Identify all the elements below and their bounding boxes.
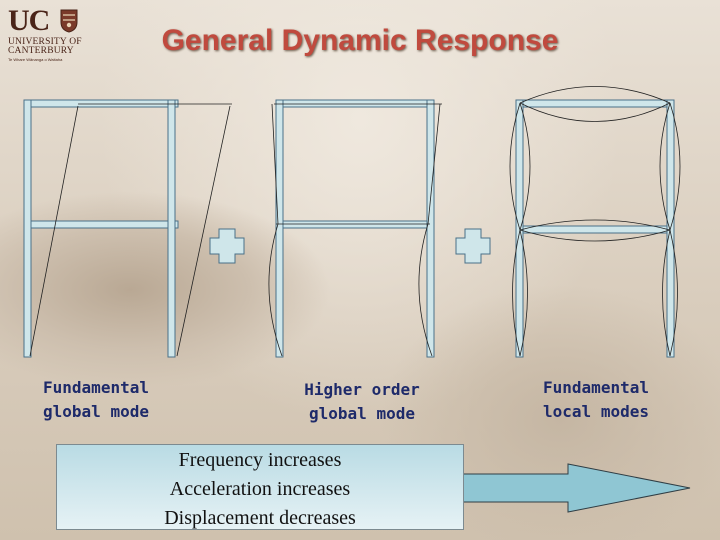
plus-icon xyxy=(455,228,491,264)
logo-mark: UC xyxy=(8,4,50,37)
slide-title: General Dynamic Response xyxy=(161,24,559,57)
university-crest-icon xyxy=(60,9,78,33)
trend-box-text: Frequency increases Acceleration increas… xyxy=(56,446,464,533)
right-arrow-icon xyxy=(461,463,691,513)
frame-higher-order-global xyxy=(275,99,435,358)
label-fundamental-global: Fundamental global mode xyxy=(43,378,149,421)
frame-fundamental-local xyxy=(515,99,675,358)
university-logo: UC UNIVERSITY OF CANTERBURY Te Whare Wān… xyxy=(8,4,82,64)
trend-acceleration: Acceleration increases xyxy=(169,478,351,500)
trend-displacement: Displacement decreases xyxy=(164,507,356,529)
deflected-shape-local xyxy=(509,86,681,357)
plus-icon xyxy=(209,228,245,264)
frame-fundamental-global xyxy=(23,99,179,358)
trend-frequency: Frequency increases xyxy=(178,449,342,471)
logo-line-1: UNIVERSITY OF xyxy=(8,37,82,47)
label-higher-order: Higher order global mode xyxy=(304,380,420,423)
label-fundamental-local: Fundamental local modes xyxy=(543,378,649,421)
trend-box xyxy=(56,444,464,530)
deflected-shape-fundamental xyxy=(29,103,232,357)
logo-line-3: Te Whare Wānanga o Waitaha xyxy=(8,57,63,62)
logo-line-2: CANTERBURY xyxy=(8,46,74,56)
deflected-shape-higher-order xyxy=(268,103,442,357)
